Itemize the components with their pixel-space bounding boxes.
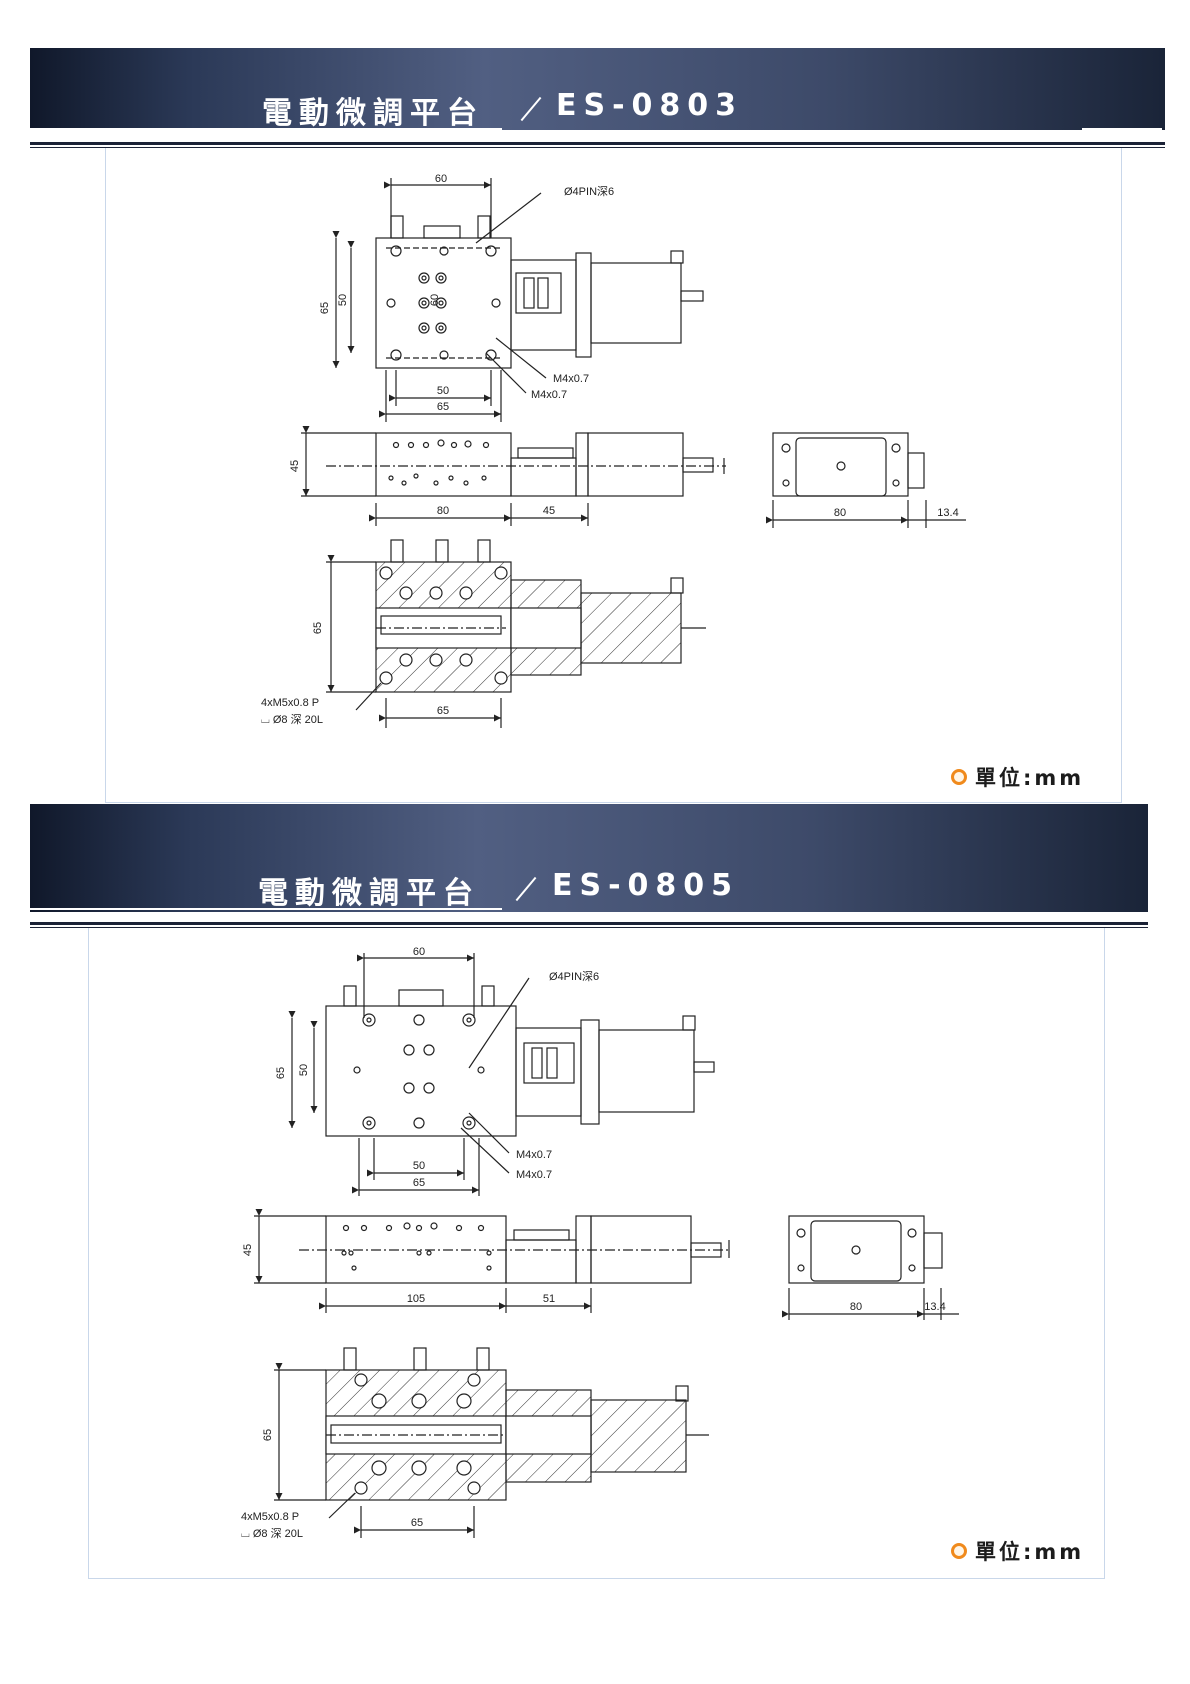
dim-side-body: 80 — [437, 505, 449, 517]
section-view: 65 65 4xM5x0.8 P ⌴ Ø8 深 20L — [241, 1347, 709, 1540]
dim-height-outer: 65 — [275, 1067, 287, 1079]
dim-bottom-outer: 65 — [413, 1177, 425, 1189]
dim-side-motor: 51 — [543, 1293, 555, 1305]
hole-note-1: 4xM5x0.8 P — [241, 1511, 299, 1523]
section-2-header-bar — [30, 804, 1148, 912]
dim-bottom-inner: 50 — [437, 385, 449, 397]
thread-note-2: M4x0.7 — [531, 389, 567, 401]
section-2-model: ES-0805 — [552, 868, 740, 903]
section-2-rule-thin — [30, 927, 1148, 928]
dim-side-height: 45 — [242, 1244, 254, 1256]
dim-height-inner: 50 — [337, 294, 349, 306]
dim-side-motor: 45 — [543, 505, 555, 517]
dim-center-height: 60 — [429, 294, 441, 306]
section-1-drawing-panel: 60 Ø4PIN深6 65 50 60 M4x0.7 M4x0.7 50 65 — [105, 148, 1122, 803]
section-1-unit-label: 單位:mm — [975, 766, 1085, 790]
section-2-drawing: 60 Ø4PIN深6 65 50 M4x0.7 M4x0.7 50 65 — [241, 946, 959, 1540]
section-1-header-bar — [30, 48, 1165, 130]
section-2-rule-thick — [30, 922, 1148, 925]
dim-end-offset: 13.4 — [924, 1301, 945, 1313]
section-1-rule-thick — [30, 142, 1165, 145]
unit-marker-icon — [951, 1543, 967, 1559]
section-1-rule-thin — [30, 147, 1165, 148]
section-1-header-underline — [30, 128, 502, 130]
dim-side-height: 45 — [289, 460, 301, 472]
end-view: 80 13.4 — [765, 432, 966, 528]
top-view: 60 Ø4PIN深6 65 50 M4x0.7 M4x0.7 50 65 — [275, 946, 715, 1196]
pin-note: Ø4PIN深6 — [564, 185, 614, 198]
dim-section-height: 65 — [262, 1429, 274, 1441]
thread-note-2: M4x0.7 — [516, 1169, 552, 1181]
section-1-unit: 單位:mm — [951, 762, 1084, 792]
dim-end-offset: 13.4 — [937, 507, 958, 519]
section-2-header-underline — [30, 908, 502, 910]
section-1-header-underline-right — [1082, 128, 1162, 130]
hole-note-1: 4xM5x0.8 P — [261, 697, 319, 709]
thread-note-1: M4x0.7 — [516, 1149, 552, 1161]
section-2-unit-label: 單位:mm — [975, 1540, 1085, 1564]
dim-section-bottom: 65 — [411, 1517, 423, 1529]
end-view: 80 13.4 — [781, 1215, 959, 1320]
section-2-unit: 單位:mm — [951, 1536, 1084, 1566]
side-view: 45 105 51 — [242, 1208, 730, 1313]
top-view: 60 Ø4PIN深6 65 50 60 M4x0.7 M4x0.7 50 65 — [319, 173, 704, 422]
dim-end-width: 80 — [850, 1301, 862, 1313]
dim-bottom-inner: 50 — [413, 1160, 425, 1172]
hole-note-2: ⌴ Ø8 深 20L — [241, 1527, 303, 1540]
section-2-drawing-panel: 60 Ø4PIN深6 65 50 M4x0.7 M4x0.7 50 65 — [88, 928, 1105, 1579]
dim-side-body: 105 — [407, 1293, 425, 1305]
section-2-title: 電動微調平台 — [258, 876, 480, 911]
dim-bottom-outer: 65 — [437, 401, 449, 413]
section-view: 65 65 4xM5x0.8 P ⌴ Ø8 深 20L — [261, 539, 706, 728]
pin-note: Ø4PIN深6 — [549, 970, 599, 983]
thread-note-1: M4x0.7 — [553, 373, 589, 385]
section-1-model: ES-0803 — [556, 88, 744, 123]
section-1-title: 電動微調平台 — [262, 96, 484, 131]
dim-end-width: 80 — [834, 507, 846, 519]
dim-height-inner: 50 — [298, 1064, 310, 1076]
dim-top-width: 60 — [435, 173, 447, 185]
dim-height-outer: 65 — [319, 302, 331, 314]
section-1-drawing: 60 Ø4PIN深6 65 50 60 M4x0.7 M4x0.7 50 65 — [261, 173, 966, 728]
unit-marker-icon — [951, 769, 967, 785]
dim-top-width: 60 — [413, 946, 425, 958]
dim-section-height: 65 — [312, 622, 324, 634]
dim-section-bottom: 65 — [437, 705, 449, 717]
side-view: 45 80 45 — [289, 425, 726, 526]
hole-note-2: ⌴ Ø8 深 20L — [261, 713, 323, 726]
